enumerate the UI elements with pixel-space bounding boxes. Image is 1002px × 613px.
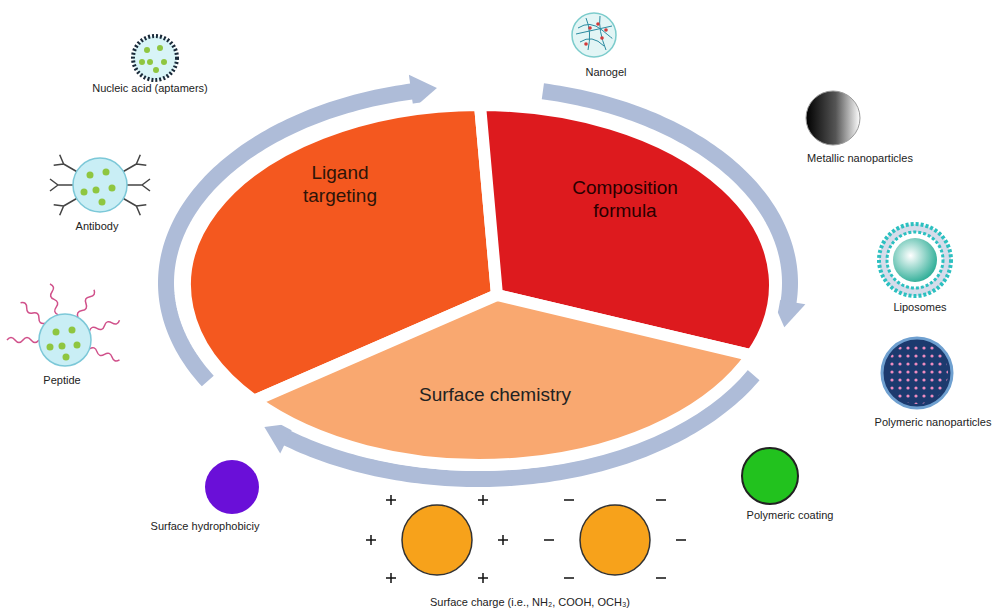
charged-particles <box>366 495 686 583</box>
label-holder: Nucleic acid (aptamers) <box>92 82 208 94</box>
particle-label: Peptide <box>43 374 80 386</box>
cycle-arrows <box>166 75 805 479</box>
particle-label: Nucleic acid (aptamers) <box>92 82 208 94</box>
peptide-particle <box>7 283 120 366</box>
particle-label: Polymeric nanoparticles <box>875 416 992 428</box>
sector-text-holder: Surface chemistry <box>365 384 625 407</box>
label-holder: Liposomes <box>893 301 946 313</box>
particle-label: Polymeric coating <box>747 509 834 521</box>
label-holder: Metallic nanoparticles <box>807 152 913 164</box>
particle-label: Surface hydrophobiciy <box>151 520 260 532</box>
sector-title: Ligand targeting <box>280 162 400 208</box>
sector-text-holder: Composition formula <box>558 177 693 223</box>
sector-fill <box>254 295 752 465</box>
particle-label: Nanogel <box>586 66 627 78</box>
polymeric-particle <box>882 338 952 408</box>
metallic-particle <box>806 91 860 145</box>
particle-label: Antibody <box>76 220 119 232</box>
sector-text-holder: Ligand targeting <box>280 162 400 208</box>
sector-shape <box>185 105 775 465</box>
particle-label: Liposomes <box>893 301 946 313</box>
particle-label: Surface charge (i.e., NH₂, COOH, OCH₃) <box>430 596 630 608</box>
coated-particle <box>742 448 798 504</box>
hydrophobic-particle <box>205 460 259 514</box>
particle-label: Metallic nanoparticles <box>807 152 913 164</box>
label-holder: Surface hydrophobiciy <box>151 520 260 532</box>
label-holder: Nanogel <box>586 66 627 78</box>
label-holder: Peptide <box>43 374 80 386</box>
label-holder: Polymeric nanoparticles <box>875 416 992 428</box>
label-holder: Surface charge (i.e., NH₂, COOH, OCH₃) <box>430 596 630 608</box>
label-holder: Antibody <box>76 220 119 232</box>
nanogel-particle <box>572 13 616 57</box>
sector: Surface chemistry <box>185 105 775 465</box>
sector-title: Surface chemistry <box>365 384 625 407</box>
aptamer-particle <box>133 36 177 80</box>
liposome <box>879 224 951 296</box>
label-holder: Polymeric coating <box>747 509 834 521</box>
antibody-particle <box>50 155 150 215</box>
sector-title: Composition formula <box>558 177 693 223</box>
